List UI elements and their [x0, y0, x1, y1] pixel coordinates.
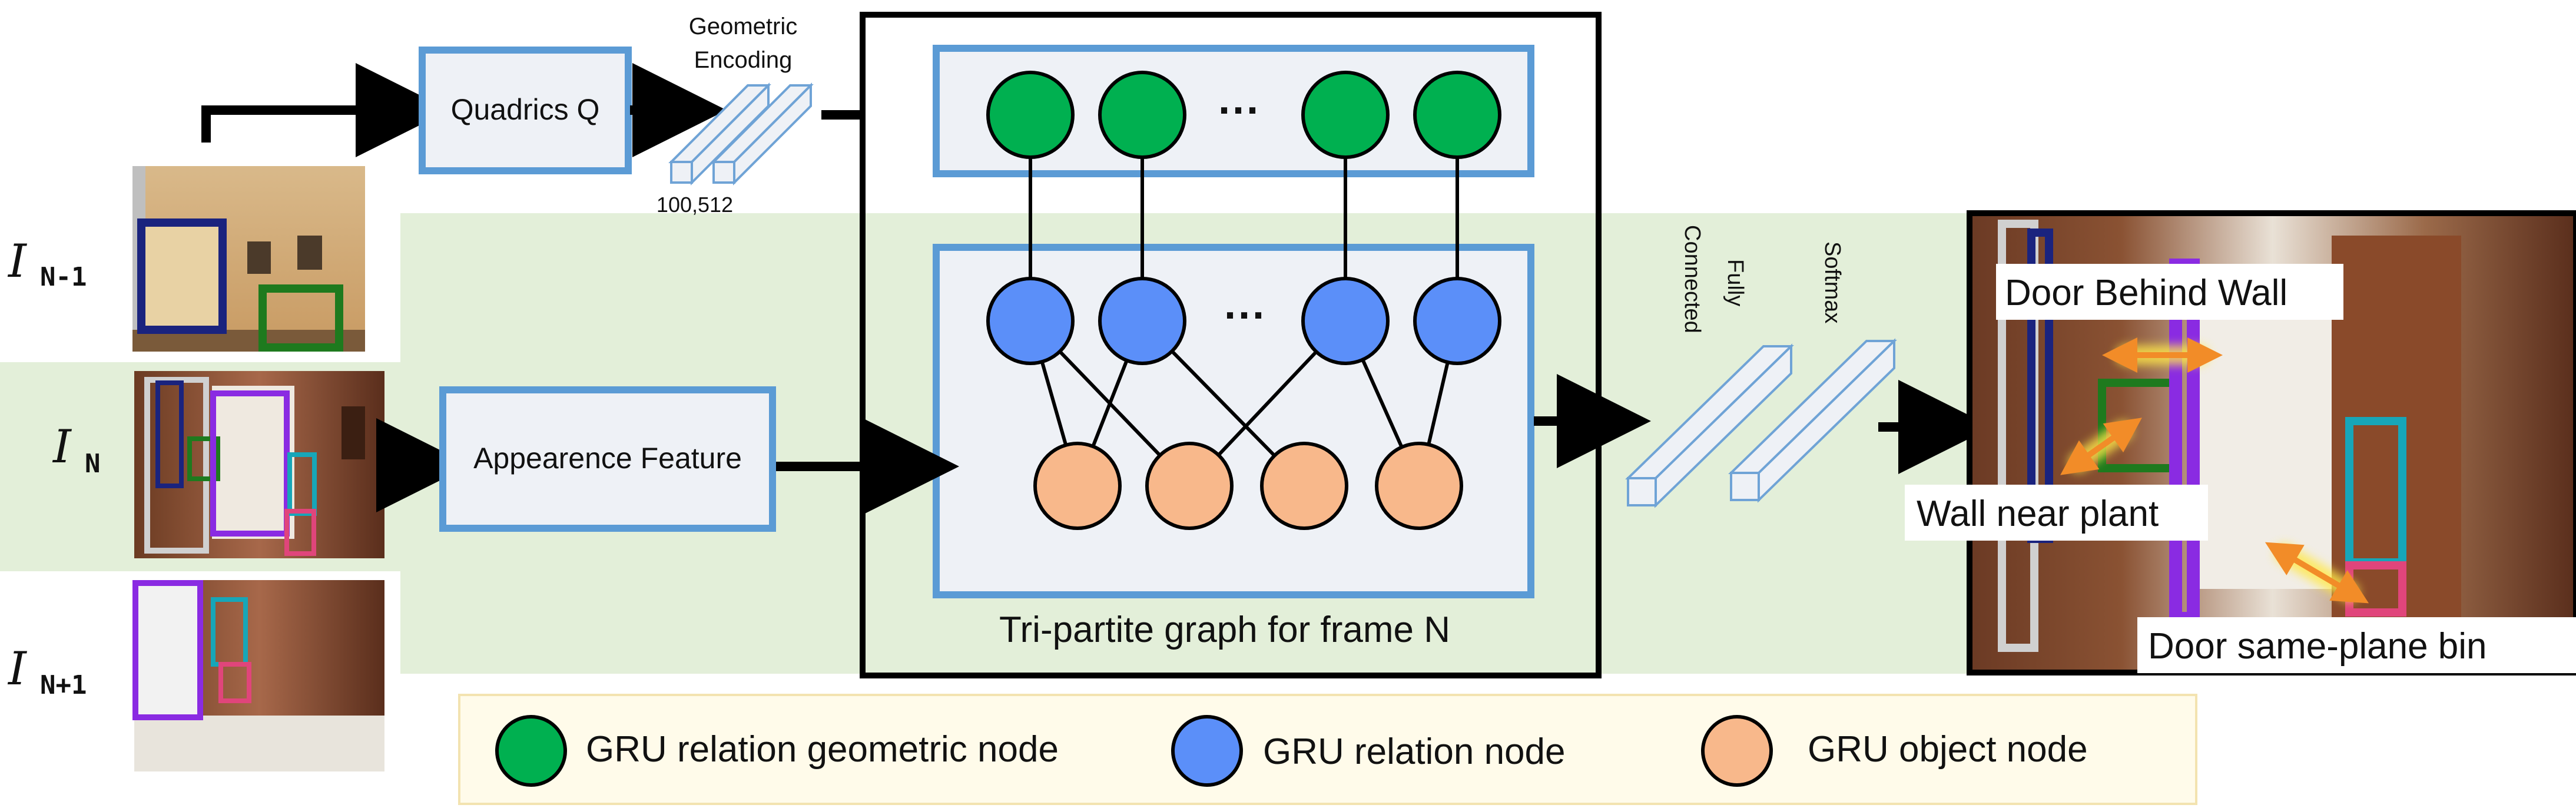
geometric-ellipsis: ···: [1218, 87, 1261, 134]
fc-label-2: Connected: [1680, 225, 1705, 333]
object-node: [1375, 442, 1463, 530]
legend-box: [458, 694, 2197, 805]
svg-text:I: I: [7, 235, 28, 288]
quadrics-label: Quadrics Q: [451, 93, 600, 126]
geometric-node: [1413, 71, 1501, 159]
fc-label-1: Fully: [1723, 259, 1748, 306]
geometric-encoding-dims: 100,512: [657, 193, 733, 217]
relation-label-bg: [1905, 485, 2208, 541]
frame-image-prev: [132, 166, 365, 352]
relation-node: [1413, 277, 1501, 365]
legend-item-object: GRU object node: [1701, 715, 2088, 787]
relation-label-wall-plant: Wall near plant: [1917, 494, 2159, 534]
legend-geometric-swatch: [495, 715, 567, 787]
svg-text:GRU object node: GRU object node: [1808, 729, 2088, 770]
appearance-box: [439, 386, 776, 532]
geometric-encoding-label-1: Geometric: [689, 14, 798, 39]
svg-text:I: I: [7, 643, 28, 696]
svg-text:GRU relation geometric node: GRU relation geometric node: [586, 729, 1059, 770]
object-node: [1033, 442, 1122, 530]
svg-text:GRU relation node: GRU relation node: [1263, 731, 1566, 772]
frame-label-curr: I N: [52, 420, 101, 479]
quadrics-box: [419, 47, 632, 174]
relation-node: [1301, 277, 1390, 365]
relation-label-bg: [1996, 264, 2343, 320]
legend-item-geometric: GRU relation geometric node: [495, 715, 1059, 787]
fc-softmax-block: [1625, 338, 1897, 508]
graph-caption: Tri-partite graph for frame N: [999, 610, 1450, 650]
arrow-to-quadrics: [201, 63, 450, 157]
relation-label-door-wall: Door Behind Wall: [2005, 273, 2287, 313]
frame-image-curr: [134, 371, 384, 558]
relation-ellipsis: ···: [1224, 292, 1267, 339]
svg-text:N: N: [85, 449, 101, 479]
relation-nodes: [986, 277, 1501, 365]
geometric-encoding-label-2: Encoding: [694, 47, 793, 73]
svg-text:I: I: [52, 420, 72, 473]
object-nodes: [1033, 442, 1463, 530]
svg-text:N-1: N-1: [40, 262, 87, 292]
softmax-label: Softmax: [1820, 241, 1845, 323]
relation-label-door-bin: Door same-plane bin: [2148, 626, 2487, 667]
legend-object-swatch: [1701, 715, 1773, 787]
relation-arrows: [2060, 337, 2369, 604]
frame-label-next: I N+1: [7, 643, 87, 700]
object-node: [1260, 442, 1348, 530]
geometric-nodes: [986, 71, 1501, 159]
relation-label-bg: [2137, 617, 2576, 673]
legend-item-relation: GRU relation node: [1171, 715, 1566, 787]
svg-text:N+1: N+1: [40, 670, 87, 700]
legend-relation-swatch: [1171, 715, 1243, 787]
appearance-label: Appearence Feature: [473, 442, 742, 475]
geometric-node: [1301, 71, 1390, 159]
geometric-node: [1098, 71, 1186, 159]
frame-image-next: [132, 580, 384, 771]
relation-node: [1098, 277, 1186, 365]
relation-node: [986, 277, 1075, 365]
frame-label-prev: I N-1: [7, 235, 87, 292]
geometric-encoding-block: [668, 82, 814, 186]
geometric-node: [986, 71, 1075, 159]
object-node: [1145, 442, 1234, 530]
